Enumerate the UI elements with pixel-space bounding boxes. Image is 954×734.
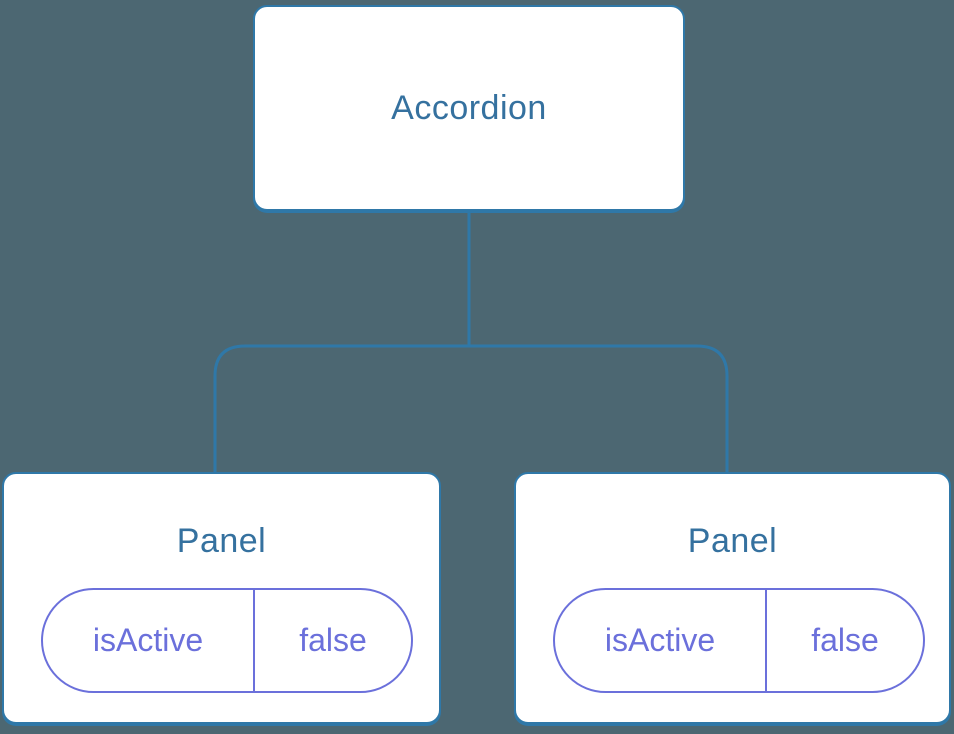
accordion-node: Accordion [253,5,685,211]
accordion-node-label: Accordion [391,88,547,127]
connector-branch [213,344,729,474]
prop-pill: isActive false [553,588,925,693]
panel-node-right: Panel isActive false [514,472,951,724]
panel-node-left: Panel isActive false [2,472,441,724]
panel-node-label: Panel [176,522,267,560]
prop-name: isActive [555,590,767,691]
prop-value: false [811,622,879,658]
prop-name: isActive [43,590,255,691]
prop-pill: isActive false [41,588,413,693]
panel-node-label: Panel [687,522,778,560]
prop-value: false [299,622,367,658]
